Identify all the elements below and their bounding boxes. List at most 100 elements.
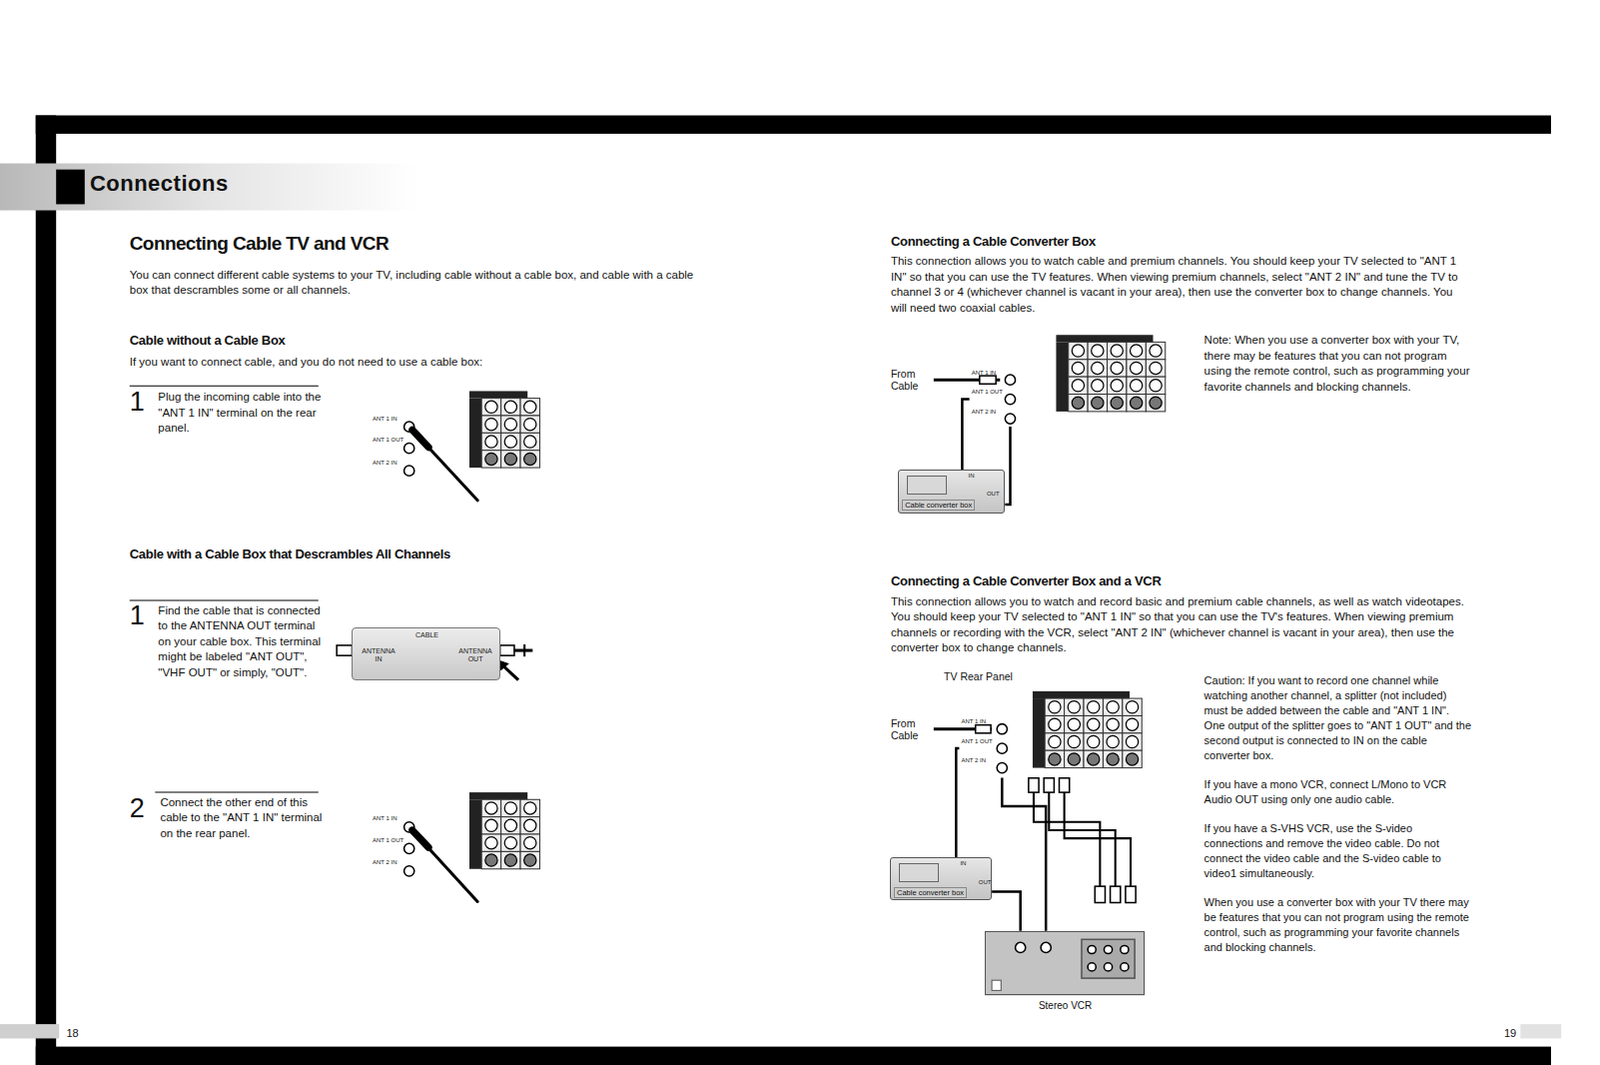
- jack: [504, 801, 517, 814]
- jack-cell: [1107, 341, 1127, 359]
- jack-cell: [1126, 394, 1146, 412]
- jack-cell: [481, 432, 501, 450]
- jack-cell: [520, 432, 540, 450]
- jack-cell: [501, 850, 521, 868]
- body-text: If you want to connect cable, and you do…: [129, 354, 702, 371]
- jack: [1106, 701, 1119, 714]
- converter-box: INCable converter boxOUT: [889, 856, 992, 900]
- title-band: [0, 163, 419, 211]
- node-text: ANT 1 OUT: [971, 388, 1003, 396]
- terminal-label: ANT 1 IN: [372, 415, 398, 423]
- av-plugs: [1028, 778, 1136, 903]
- frame-bar: [35, 114, 56, 1065]
- step-text: Plug the incoming cable into the "ANT 1 …: [157, 389, 327, 437]
- jack: [504, 853, 517, 866]
- jack-cell: [501, 833, 521, 851]
- jack-cell: [481, 833, 501, 851]
- node-text: Cable converter box: [901, 499, 975, 511]
- jack: [1149, 361, 1162, 374]
- step-number: 1: [129, 388, 150, 416]
- node-text: Stereo VCR: [1024, 999, 1107, 1012]
- jack: [1130, 396, 1143, 409]
- jack: [1106, 735, 1119, 748]
- sub-heading: Connecting a Cable Converter Box: [890, 233, 1300, 249]
- jack-cell: [1126, 359, 1146, 377]
- jack: [1125, 701, 1138, 714]
- jack: [1149, 344, 1162, 357]
- panel-header: [1055, 341, 1068, 411]
- panel-header: [469, 398, 482, 468]
- jack: [1149, 396, 1162, 409]
- note-text: Note: When you use a converter box with …: [1204, 332, 1473, 395]
- jack: [504, 435, 517, 448]
- node-text: OUT: [978, 878, 992, 886]
- jack: [1110, 361, 1123, 374]
- node-text: Cable converter box: [893, 886, 967, 898]
- jack: [1067, 718, 1080, 731]
- node-text: ANT 2 IN: [960, 757, 986, 765]
- sub-heading: Cable without a Cable Box: [129, 332, 539, 348]
- jack: [524, 418, 537, 431]
- note-text: If you have a S-VHS VCR, use the S-video…: [1204, 820, 1473, 881]
- caution-text: Caution: If you want to record one chann…: [1204, 673, 1473, 764]
- node-text: IN: [968, 472, 975, 480]
- coax-cable: [1004, 426, 1010, 505]
- jack: [524, 801, 537, 814]
- coax-cable: [955, 748, 959, 857]
- step-text: Connect the other end of this cable to t…: [159, 795, 327, 842]
- jack: [1125, 735, 1138, 748]
- step-number: 2: [129, 795, 150, 822]
- jack-cell: [1068, 394, 1088, 412]
- jack-cell: [520, 850, 540, 868]
- jack: [1067, 753, 1080, 766]
- jack: [485, 435, 498, 448]
- jack: [1149, 379, 1162, 392]
- source-label: From Cable: [890, 367, 932, 392]
- vcr: Stereo VCR: [984, 930, 1145, 995]
- node-text: ANTENNA OUT: [455, 647, 497, 664]
- jack-cell: [520, 816, 540, 834]
- jack-cell: [501, 398, 521, 416]
- jack: [1110, 344, 1123, 357]
- body-text: This connection allows you to watch and …: [890, 594, 1468, 657]
- terminal-label: ANT 2 IN: [372, 459, 398, 467]
- jack-cell: [1044, 750, 1064, 768]
- jack-cell: [1064, 715, 1084, 733]
- jack: [1071, 361, 1084, 374]
- frame-bar: [35, 114, 1552, 133]
- jack: [485, 452, 498, 465]
- node-text: ANT 1 IN: [971, 369, 997, 377]
- jack: [1071, 379, 1084, 392]
- jack-cell: [501, 799, 521, 816]
- jack-cell: [1083, 750, 1103, 768]
- sub-heading: Cable with a Cable Box that Descrambles …: [129, 546, 590, 562]
- jack: [1071, 396, 1084, 409]
- node-text: CABLE: [352, 631, 501, 640]
- jack-cell: [1145, 376, 1165, 394]
- sub-heading: Connecting a Cable Converter Box and a V…: [890, 573, 1300, 589]
- jack: [485, 818, 498, 831]
- jack-cell: [1087, 394, 1107, 412]
- jack: [1091, 379, 1104, 392]
- jack-cell: [1122, 733, 1142, 751]
- jack: [1087, 735, 1100, 748]
- jack: [504, 400, 517, 413]
- jack: [524, 435, 537, 448]
- jack-cell: [1102, 698, 1122, 716]
- jack: [1087, 718, 1100, 731]
- body-text: You can connect different cable systems …: [129, 267, 707, 299]
- jack: [1106, 753, 1119, 766]
- page-title: Connections: [89, 170, 229, 197]
- jack: [504, 836, 517, 849]
- panel-header: [469, 792, 528, 800]
- jack-cell: [1087, 359, 1107, 377]
- node-text: ANT 1 IN: [960, 718, 986, 726]
- jack: [1110, 396, 1123, 409]
- converter-box: INCable converter boxOUT: [897, 469, 1005, 514]
- jack: [1091, 344, 1104, 357]
- jack: [1067, 735, 1080, 748]
- jack: [1125, 753, 1138, 766]
- terminal-label: ANT 1 OUT: [372, 436, 404, 444]
- jack-cell: [1126, 376, 1146, 394]
- coax-cable: [991, 891, 1021, 931]
